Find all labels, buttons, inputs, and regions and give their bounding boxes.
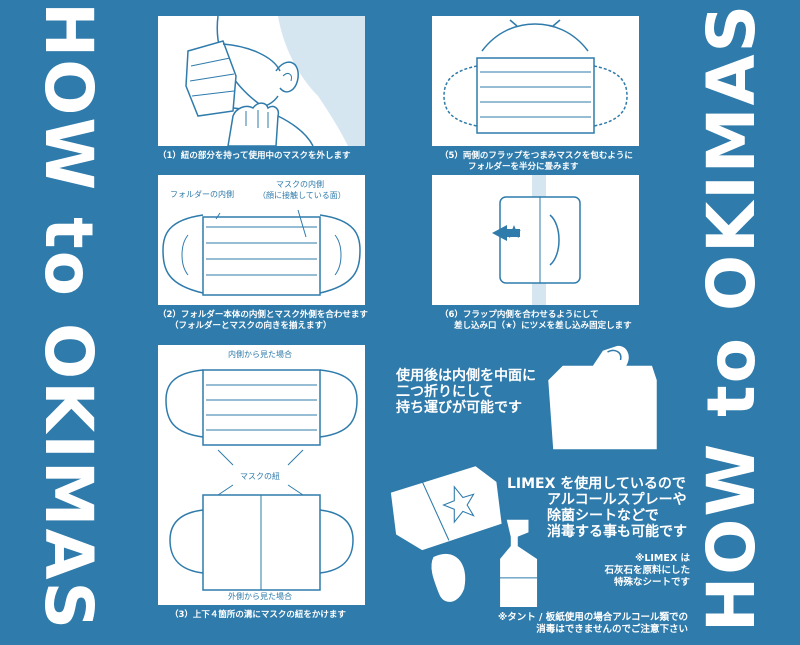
step2-mask-label-1: マスクの内側 (276, 180, 324, 189)
step2-caption-2: （フォルダーとマスクの向きを揃えます） (170, 321, 332, 331)
limex-note-1: LIMEX を使用しているので (507, 476, 686, 492)
step5-caption-1: （5）両側のフラップをつまみマスクを包むように (440, 151, 633, 161)
step3-illustration: 内側から見た場合 マスクの紐 外側から見た場合 (158, 345, 365, 605)
step3-outside-label: 外側から見た場合 (228, 592, 292, 601)
tant-note-1: ※タント / 板紙使用の場合アルコール類での (497, 612, 688, 623)
step6-caption-1: （6）フラップ内側を合わせるようにして (440, 310, 599, 320)
limex-note-4: 消毒する事も可能です (547, 524, 687, 540)
limex-note-2: アルコールスプレーや (547, 492, 687, 508)
folded-holder-illustration (546, 344, 659, 451)
step3-inside-label: 内側から見た場合 (228, 350, 292, 359)
step3-caption: （3）上下４箇所の溝にマスクの紐をかけます (170, 610, 346, 620)
step2-illustration: フォルダーの内側 マスクの内側 （顔に接触している面） (158, 175, 365, 305)
carry-note-2: 二つ折りにして (396, 384, 494, 400)
limex-detail-1: ※LIMEX は (635, 553, 690, 564)
step5-caption-2: フォルダーを半分に畳みます (468, 162, 579, 172)
step1-illustration (158, 16, 365, 146)
step6-illustration (432, 175, 639, 305)
step1-caption: （1）紐の部分を持って使用中のマスクを外します (158, 151, 351, 161)
limex-detail-2: 石灰石を原料にした (604, 565, 690, 576)
limex-detail-3: 特殊なシートです (613, 577, 690, 588)
side-title-left: HOW to OKIMAS (30, 2, 107, 632)
step2-mask-label-2: （顔に接触している面） (258, 191, 346, 200)
step5-illustration (432, 16, 639, 146)
carry-note-1: 使用後は内側を中面に (396, 368, 536, 384)
tant-note-2: 消毒はできませんのでご注意下さい (536, 624, 688, 635)
step6-caption-2: 差し込み口（★）にツメを差し込み固定します (454, 321, 632, 331)
spray-bottle-illustration (389, 464, 539, 609)
side-title-right: HOW to OKIMAS (693, 2, 770, 632)
limex-note-3: 除菌シートなどで (547, 508, 659, 524)
step3-string-label: マスクの紐 (240, 472, 280, 481)
mask-removal-drawing (185, 16, 365, 146)
folder-alignment-drawing (162, 209, 361, 296)
step2-folder-label: フォルダーの内側 (170, 190, 234, 199)
string-hook-drawing (165, 369, 358, 591)
fold-drawing (443, 19, 628, 134)
insert-tab-drawing (492, 175, 581, 305)
carry-note-3: 持ち運びが可能です (396, 400, 522, 416)
step2-caption-1: （2）フォルダー本体の内側とマスク外側を合わせます (158, 310, 368, 320)
